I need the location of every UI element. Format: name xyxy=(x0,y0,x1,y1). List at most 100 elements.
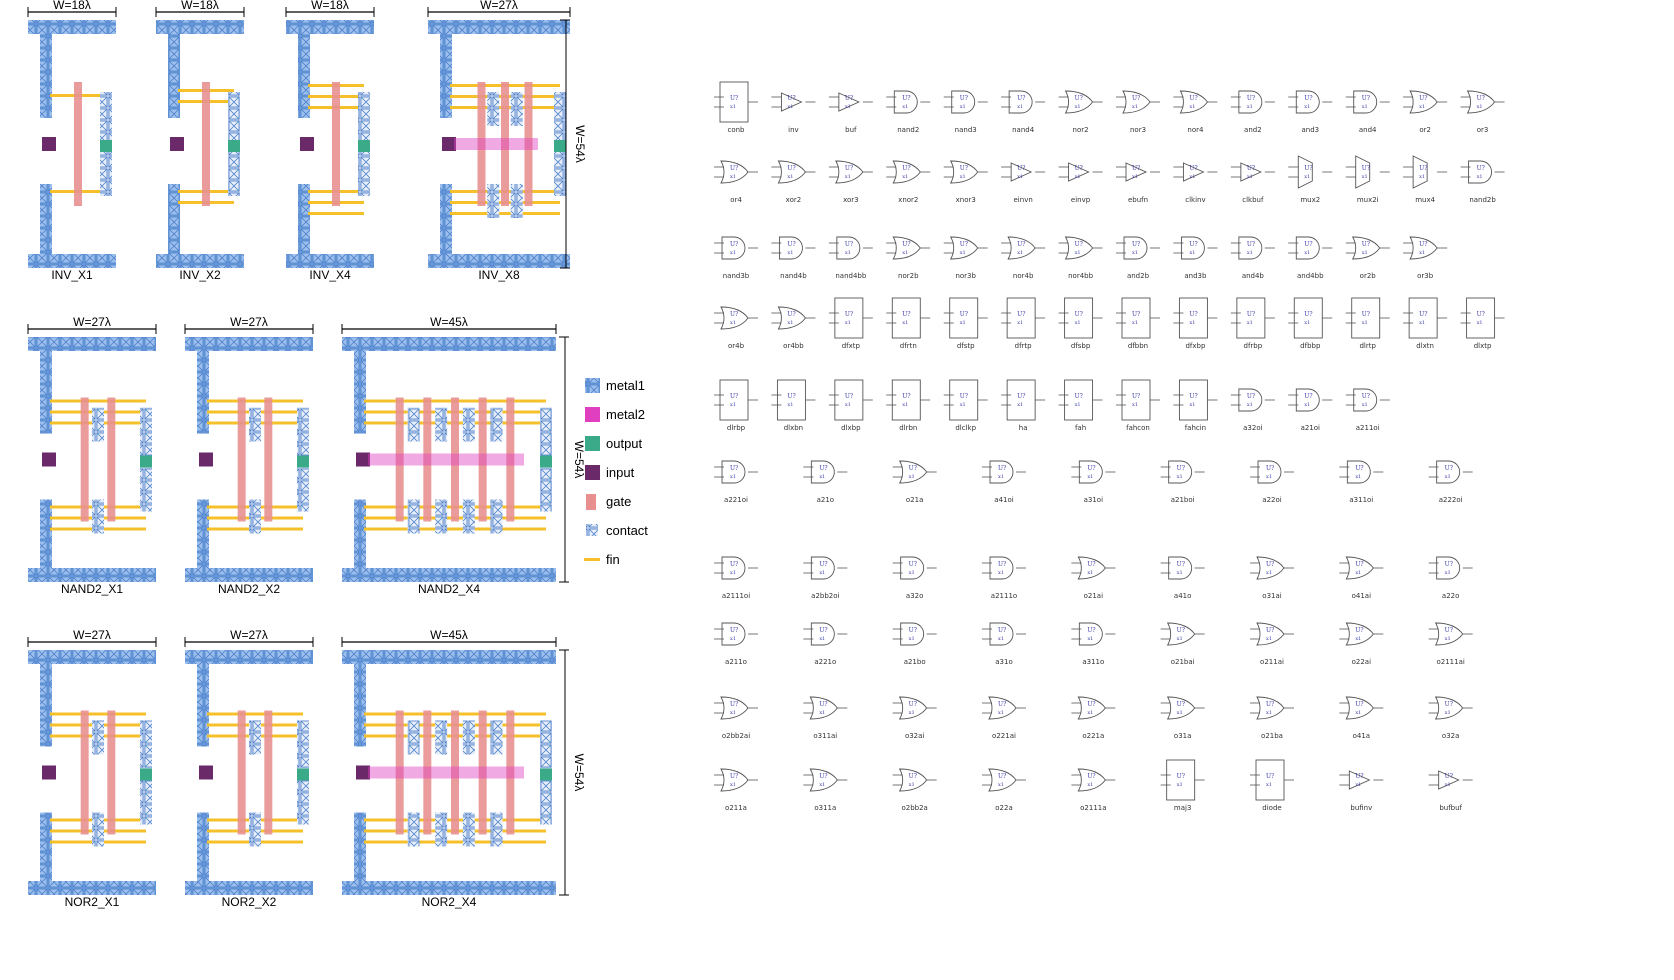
symbol-ref: U? xyxy=(730,165,738,172)
gate-body xyxy=(810,556,835,580)
gate xyxy=(237,397,246,522)
legend-label: metal2 xyxy=(606,407,645,422)
symbol-label: a211oi xyxy=(1356,424,1380,432)
symbol-ref: U? xyxy=(960,311,968,318)
metal1-vss-rail xyxy=(342,881,556,895)
symbol-mult: x1 xyxy=(845,104,851,110)
gate-body xyxy=(1434,622,1464,646)
symbol-ref: U? xyxy=(787,241,795,248)
contact-column xyxy=(490,407,503,442)
symbol-mult: x1 xyxy=(1362,104,1368,110)
symbol-label: a211o xyxy=(725,658,747,666)
contact-column xyxy=(407,407,420,442)
gate-body xyxy=(1064,236,1094,260)
symbol-mult: x1 xyxy=(730,402,736,408)
symbol-ref: U? xyxy=(1247,311,1255,318)
symbol-label: dlclkp xyxy=(955,424,976,432)
symbol-label: and4bb xyxy=(1297,272,1324,280)
contact-column xyxy=(249,812,261,847)
symbol-ref: U? xyxy=(1362,241,1370,248)
symbol-ref: U? xyxy=(909,627,917,634)
symbol-label: or4 xyxy=(730,196,742,204)
gate-body xyxy=(721,556,746,580)
symbol-mult: x1 xyxy=(730,782,736,788)
symbol-label: o32ai xyxy=(905,732,924,740)
symbol-mult: x1 xyxy=(1132,250,1138,256)
metal1-strap xyxy=(354,499,366,568)
gate-body xyxy=(1179,90,1208,114)
symbol-label: xor3 xyxy=(843,196,859,204)
legend-swatch xyxy=(585,465,600,480)
gate-body xyxy=(836,236,861,260)
gate-body xyxy=(776,379,806,421)
symbol-label: o2111ai xyxy=(1436,658,1464,666)
cell-name: INV_X2 xyxy=(179,268,221,282)
symbol-mult: x1 xyxy=(819,474,825,480)
symbol-label: o22ai xyxy=(1352,658,1371,666)
symbol-ref: U? xyxy=(1075,241,1083,248)
symbol-label: o21ba xyxy=(1261,732,1283,740)
gate-body xyxy=(1257,460,1282,484)
symbol-mult: x1 xyxy=(902,250,908,256)
symbol-ref: U? xyxy=(902,165,910,172)
layout-cell xyxy=(185,337,313,582)
symbol-label: and2 xyxy=(1244,126,1262,134)
symbol-ref: U? xyxy=(1355,561,1363,568)
symbol-mult: x1 xyxy=(1355,782,1361,788)
symbol-label: a2111oi xyxy=(722,592,750,600)
height-label: W=54λ xyxy=(572,754,586,792)
symbol-ref: U? xyxy=(998,561,1006,568)
symbol-mult: x1 xyxy=(1266,710,1272,716)
symbol-ref: U? xyxy=(998,701,1006,708)
width-label: W=18λ xyxy=(181,0,219,12)
gate xyxy=(237,710,246,835)
symbol-label: nor4 xyxy=(1187,126,1204,134)
symbol-ref: U? xyxy=(1304,241,1312,248)
gate-body xyxy=(1412,155,1428,189)
gate-body xyxy=(1256,556,1285,580)
symbol-label: dlxtp xyxy=(1474,342,1492,350)
symbol-label: fah xyxy=(1075,424,1086,432)
metal1-vdd-rail xyxy=(28,650,156,664)
symbol-label: and4b xyxy=(1242,272,1265,280)
contact-column xyxy=(92,499,104,534)
symbol-label: dfxbp xyxy=(1185,342,1205,350)
symbol-mult: x1 xyxy=(960,104,966,110)
symbol-mult: x1 xyxy=(1189,320,1195,326)
symbol-ref: U? xyxy=(998,627,1006,634)
symbol-ref: U? xyxy=(1177,465,1185,472)
metal1-strap xyxy=(440,34,452,118)
input-pin xyxy=(42,452,56,467)
symbol-mult: x1 xyxy=(1247,174,1253,180)
gate-body xyxy=(810,622,835,646)
width-label: W=18λ xyxy=(311,0,349,12)
symbol-label: o21ai xyxy=(1084,592,1103,600)
symbol-label: dfbbp xyxy=(1300,342,1321,350)
symbol-ref: U? xyxy=(1087,701,1095,708)
symbol-label: o211ai xyxy=(1260,658,1284,666)
symbol-mult: x1 xyxy=(1477,320,1483,326)
symbol-mult: x1 xyxy=(1247,402,1253,408)
symbol-label: o221a xyxy=(1082,732,1104,740)
symbol-ref: U? xyxy=(1177,627,1185,634)
gate-body xyxy=(989,460,1014,484)
symbol-mult: x1 xyxy=(1087,474,1093,480)
symbol-mult: x1 xyxy=(1304,250,1310,256)
